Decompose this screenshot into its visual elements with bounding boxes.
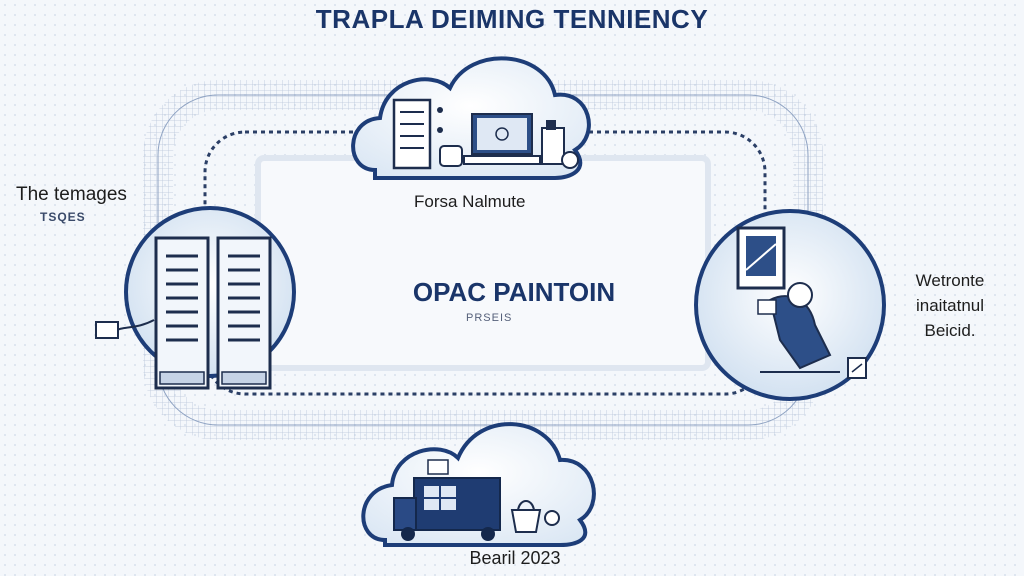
center-sublabel: PRSEIS (466, 312, 513, 324)
laptop-icon (463, 113, 541, 165)
person-with-monitor-icon (736, 226, 840, 373)
right-node-label: Wetronte inaitatnul Beicid. (890, 268, 1010, 343)
battery-icon (541, 120, 579, 169)
left-circle-group (95, 206, 296, 390)
right-label-line-2: inaitatnul (915, 296, 985, 315)
bottom-cloud-group (361, 422, 596, 547)
document-icon (847, 357, 867, 379)
basket-icon (510, 500, 560, 533)
left-node-sublabel: TSQES (40, 210, 86, 224)
center-label: OPAC PAINTOIN (412, 277, 616, 307)
cup-icon (439, 145, 463, 167)
diagram-title: TRAPLA DEIMING TENNIENCY (315, 4, 709, 34)
top-node-label: Forsa Nalmute (414, 192, 526, 211)
right-label-line-3: Beicid. (924, 321, 976, 340)
cable-icon (95, 319, 155, 339)
top-cloud-group (351, 56, 591, 180)
server-rack-icon (392, 98, 443, 170)
left-node-label: The temages (16, 184, 127, 205)
center-panel (255, 155, 711, 371)
server-tower-icon (154, 236, 210, 390)
truck-icon (393, 459, 501, 541)
right-label-line-1: Wetronte (915, 271, 985, 290)
bottom-node-label: Bearil 2023 (469, 548, 561, 568)
server-tower-icon (216, 236, 272, 390)
right-circle-group (694, 209, 886, 401)
